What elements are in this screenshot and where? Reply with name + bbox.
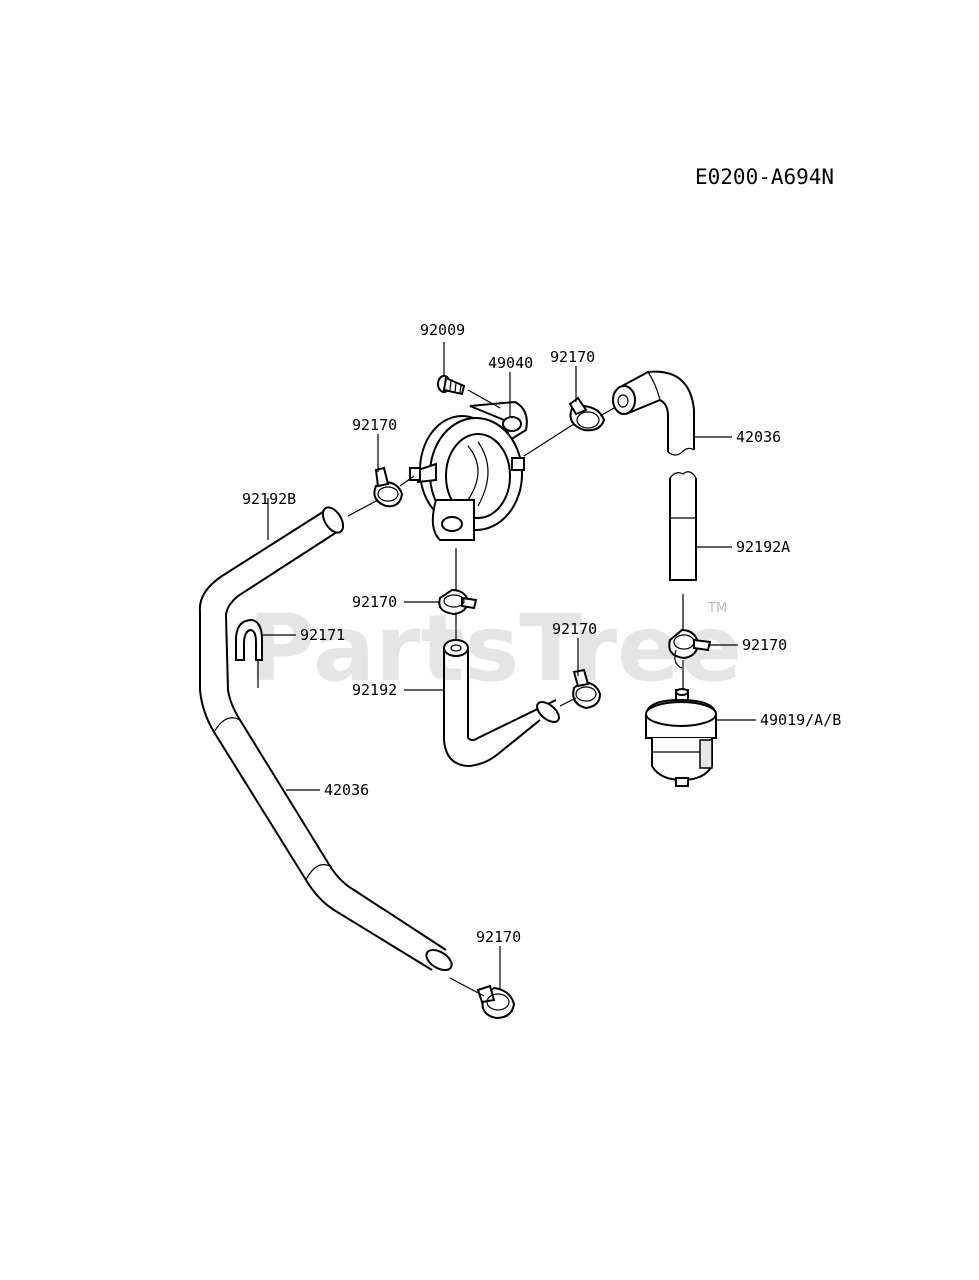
- label-92170-mid[interactable]: 92170: [352, 593, 397, 611]
- label-92192A[interactable]: 92192A: [736, 538, 790, 556]
- hose-92192A[interactable]: [669, 471, 697, 581]
- label-92170-center[interactable]: 92170: [552, 620, 597, 638]
- label-49019[interactable]: 49019/A/B: [760, 711, 841, 729]
- clamp-92170-top[interactable]: [568, 396, 606, 432]
- label-49040[interactable]: 49040: [488, 354, 533, 372]
- label-92170-left[interactable]: 92170: [352, 416, 397, 434]
- label-92170-bottom[interactable]: 92170: [476, 928, 521, 946]
- label-92170-right[interactable]: 92170: [742, 636, 787, 654]
- label-42036-top[interactable]: 42036: [736, 428, 781, 446]
- watermark: PartsTree: [248, 595, 742, 702]
- leader-lines: [262, 342, 756, 990]
- clip-92171[interactable]: [235, 618, 263, 688]
- part-labels: 92009 49040 92170 42036 92170 92192B 921…: [242, 321, 841, 946]
- clamp-92170-bottom[interactable]: [476, 984, 516, 1020]
- hose-92192B[interactable]: [198, 504, 455, 974]
- clamp-92170-right[interactable]: [668, 628, 712, 669]
- fuel-filter-49019[interactable]: [645, 688, 717, 787]
- label-92009[interactable]: 92009: [420, 321, 465, 339]
- label-42036-bottom[interactable]: 42036: [324, 781, 369, 799]
- clamp-92170-mid[interactable]: [438, 588, 478, 616]
- trademark: TM: [707, 601, 727, 616]
- label-92192B[interactable]: 92192B: [242, 490, 296, 508]
- label-92171[interactable]: 92171: [300, 626, 345, 644]
- fuel-pump-49040[interactable]: [409, 400, 528, 541]
- clamp-92170-left[interactable]: [373, 466, 404, 508]
- hose-92192[interactable]: [443, 639, 562, 768]
- label-92192[interactable]: 92192: [352, 681, 397, 699]
- screw-92009[interactable]: [437, 375, 466, 396]
- alignment-lines: [347, 389, 684, 997]
- clamp-92170-center[interactable]: [572, 668, 602, 710]
- label-92170-top[interactable]: 92170: [550, 348, 595, 366]
- diagram-code: E0200-A694N: [695, 165, 834, 189]
- hose-42036-top[interactable]: [612, 370, 695, 456]
